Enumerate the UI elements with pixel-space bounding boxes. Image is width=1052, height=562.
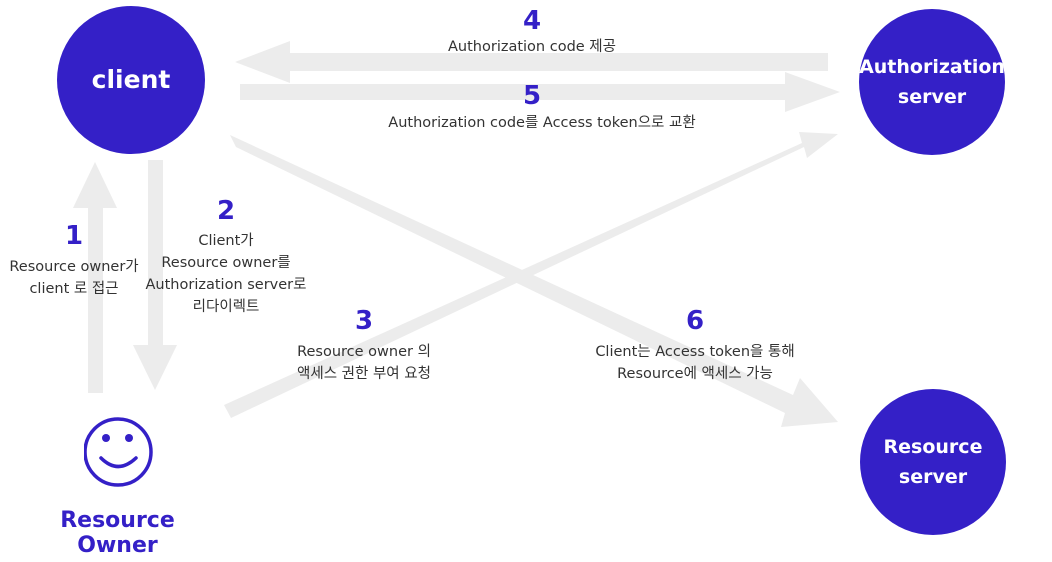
step-5-text: Authorization code를 Access token으로 교환 xyxy=(388,115,696,131)
step-2-text: Client가 Resource owner를 Authorization se… xyxy=(145,233,307,315)
resource-owner-label: Resource Owner xyxy=(60,508,175,558)
step-2-number: 2 xyxy=(216,196,236,226)
step-4-text: Authorization code 제공 xyxy=(448,39,616,55)
arrow-step-5 xyxy=(240,72,840,112)
arrow-step-1 xyxy=(73,162,117,393)
step-5-number: 5 xyxy=(522,81,542,111)
step-3-text: Resource owner 의 액세스 권한 부여 요청 xyxy=(297,344,431,382)
resource-server-node: Resource server xyxy=(860,389,1006,535)
smiley-face-icon xyxy=(84,417,153,487)
arrow-step-2 xyxy=(133,160,177,390)
arrow-step-4 xyxy=(235,41,828,83)
client-node: client xyxy=(57,6,205,154)
authorization-server-label: Authorization server xyxy=(859,55,1005,108)
step-6-number: 6 xyxy=(685,306,705,336)
step-1-number: 1 xyxy=(64,221,84,251)
step-1-text: Resource owner가 client 로 접근 xyxy=(9,259,139,297)
step-6-text: Client는 Access token을 통해 Resource에 액세스 가… xyxy=(595,344,795,382)
arrow-step-6 xyxy=(230,135,838,427)
step-3-number: 3 xyxy=(354,306,374,336)
authorization-server-node: Authorization server xyxy=(859,9,1005,155)
client-label: client xyxy=(91,65,171,94)
resource-server-label: Resource server xyxy=(883,435,983,488)
step-4-number: 4 xyxy=(522,6,542,36)
